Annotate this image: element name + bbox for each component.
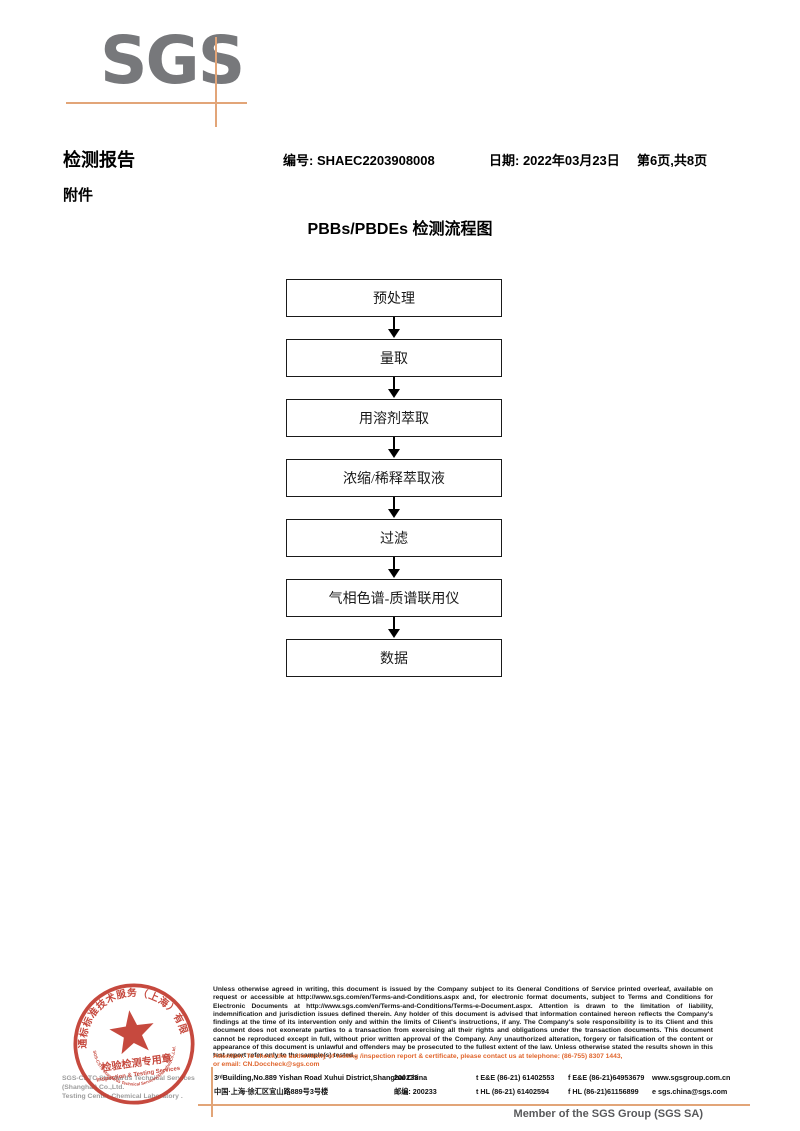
flowchart-step-solvent-extraction: 用溶剂萃取 [286,399,502,437]
address-row-cn: 中国·上海·徐汇区宜山路889号3号楼 邮编: 200233 t HL (86-… [214,1085,744,1099]
fax-ee: f E&E (86-21)64953679 [568,1073,645,1082]
arrow-down-icon [286,557,502,579]
flowchart-step-pretreatment: 预处理 [286,279,502,317]
arrow-down-icon [286,437,502,459]
footer-vertical-divider [211,1067,213,1117]
postcode-cn: 邮编: 200233 [394,1087,437,1096]
attention-line2: or email: CN.Doccheck@sgs.com [213,1061,320,1069]
flowchart-step-gcms: 气相色谱-质谱联用仪 [286,579,502,617]
report-date: 日期: 2022年03月23日 [489,153,620,168]
logo-vertical-line [215,37,217,127]
sgs-member-line: Member of the SGS Group (SGS SA) [513,1108,703,1120]
flowchart: 预处理 量取 用溶剂萃取 浓缩/稀释萃取液 过滤 气相色谱-质谱联用仪 数据 [286,279,502,677]
flowchart-step-filter: 过滤 [286,519,502,557]
flowchart-step-measure: 量取 [286,339,502,377]
flowchart-step-data: 数据 [286,639,502,677]
address-block: 3ʳᵈBuilding,No.889 Yishan Road Xuhui Dis… [214,1071,744,1099]
email: e sgs.china@sgs.com [652,1087,728,1096]
phone-ee: t E&E (86-21) 61402553 [476,1073,555,1082]
arrow-down-icon [286,377,502,399]
arrow-down-icon [286,317,502,339]
fax-hl: f HL (86-21)61156899 [568,1087,639,1096]
postcode-en: 200233 [394,1073,418,1082]
page-indicator: 第6页,共8页 [637,153,708,168]
address-cn: 中国·上海·徐汇区宜山路889号3号楼 [214,1087,329,1096]
address-en: 3ʳᵈBuilding,No.889 Yishan Road Xuhui Dis… [214,1073,428,1082]
lab-company-line2: Testing Center-Chemical Laboratory . [62,1093,183,1100]
address-row-en: 3ʳᵈBuilding,No.889 Yishan Road Xuhui Dis… [214,1071,744,1085]
logo-horizontal-line [66,102,247,104]
legal-terms-text: Unless otherwise agreed in writing, this… [213,986,713,1060]
attention-notice: Attention: To check the authenticity of … [213,1053,713,1070]
attachment-label: 附件 [63,187,94,204]
report-number: 编号: SHAEC2203908008 [283,153,435,168]
sgs-logo: SGS [100,22,245,99]
website: www.sgsgroup.com.cn [652,1073,731,1082]
attention-line1: Attention: To check the authenticity of … [213,1053,623,1060]
footer-horizontal-rule [198,1104,750,1106]
stamp-star-icon [109,1010,154,1055]
company-stamp-seal: 通标标准技术服务（上海）有限公司 SGS-CSTC Standards Tech… [62,972,195,1105]
arrow-down-icon [286,497,502,519]
arrow-down-icon [286,617,502,639]
flowchart-title: PBBs/PBDEs 检测流程图 [307,221,493,238]
report-title: 检测报告 [63,150,135,170]
phone-hl: t HL (86-21) 61402594 [476,1087,549,1096]
flowchart-step-concentrate-dilute: 浓缩/稀释萃取液 [286,459,502,497]
